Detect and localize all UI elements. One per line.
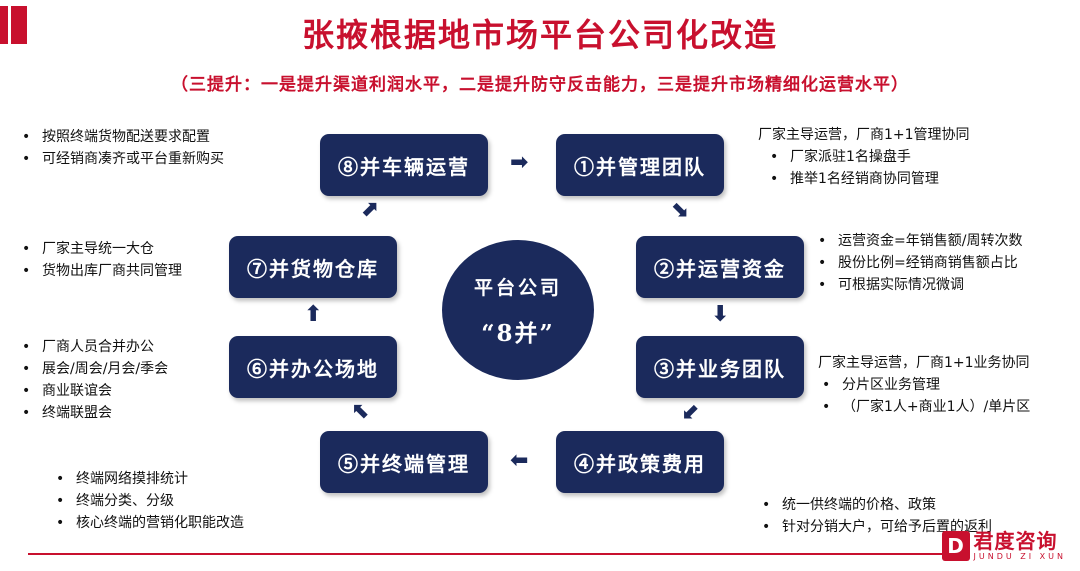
arrow-up-icon: ⬆ bbox=[304, 302, 323, 327]
page-subtitle: （三提升：一是提升渠道利润水平，二是提升防守反击能力，三是提升市场精细化运营水平… bbox=[171, 75, 909, 95]
notes-step-1: 厂家主导运营，厂商1+1管理协同 •厂家派驻1名操盘手 •推举1名经销商协同管理 bbox=[758, 127, 970, 187]
notes-step-2: •运营资金=年销售额/周转次数 •股份比例=经销商销售额占比 •可根据实际情况微… bbox=[818, 233, 1023, 293]
step-7-box: ⑦并货物仓库 bbox=[229, 236, 397, 298]
logo-pinyin: JUNDU ZI XUN bbox=[973, 552, 1066, 561]
notes-step-5: •终端网络摸排统计 •终端分类、分级 •核心终端的营销化职能改造 bbox=[56, 471, 244, 531]
notes-step-8: •按照终端货物配送要求配置 •可经销商凑齐或平台重新购买 bbox=[22, 129, 224, 167]
arrow-down-left-icon: ⬋ bbox=[682, 399, 701, 424]
arrow-left-icon: ⬅ bbox=[510, 448, 529, 473]
step-2-box: ②并运营资金 bbox=[636, 236, 804, 298]
arrow-right-icon: ➡ bbox=[510, 150, 529, 175]
notes-step-7: •厂家主导统一大仓 •货物出库厂商共同管理 bbox=[22, 241, 182, 279]
notes-step-4: •统一供终端的价格、政策 •针对分销大户，可给予后置的返利 bbox=[762, 497, 992, 535]
notes-step-3: 厂家主导运营，厂商1+1业务协同 •分片区业务管理 •（厂家1人+商业1人）/单… bbox=[818, 355, 1031, 415]
corner-decoration bbox=[0, 6, 27, 44]
brand-logo: D 君度咨询 JUNDU ZI XUN bbox=[941, 529, 1066, 562]
step-5-box: ⑤并终端管理 bbox=[320, 431, 488, 493]
step-3-box: ③并业务团队 bbox=[636, 336, 804, 398]
arrow-down-right-icon: ⬊ bbox=[670, 197, 689, 222]
step-8-box: ⑧并车辆运营 bbox=[320, 134, 488, 196]
center-count: “8并” bbox=[481, 319, 555, 347]
logo-icon: D bbox=[941, 531, 970, 561]
bottom-divider bbox=[28, 553, 960, 555]
center-circle: 平台公司 “8并” bbox=[442, 240, 594, 380]
step-4-box: ④并政策费用 bbox=[556, 431, 724, 493]
step-6-box: ⑥并办公场地 bbox=[229, 336, 397, 398]
arrow-down-icon: ⬇ bbox=[711, 302, 730, 327]
step-1-box: ①并管理团队 bbox=[556, 134, 724, 196]
arrow-up-left-icon: ⬉ bbox=[352, 399, 371, 424]
logo-name: 君度咨询 bbox=[973, 529, 1058, 553]
arrow-up-right-icon: ⬈ bbox=[360, 197, 379, 222]
center-label: 平台公司 bbox=[473, 276, 562, 299]
page-title: 张掖根据地市场平台公司化改造 bbox=[301, 16, 778, 54]
notes-step-6: •厂商人员合并办公 •展会/周会/月会/季会 •商业联谊会 •终端联盟会 bbox=[22, 339, 169, 421]
